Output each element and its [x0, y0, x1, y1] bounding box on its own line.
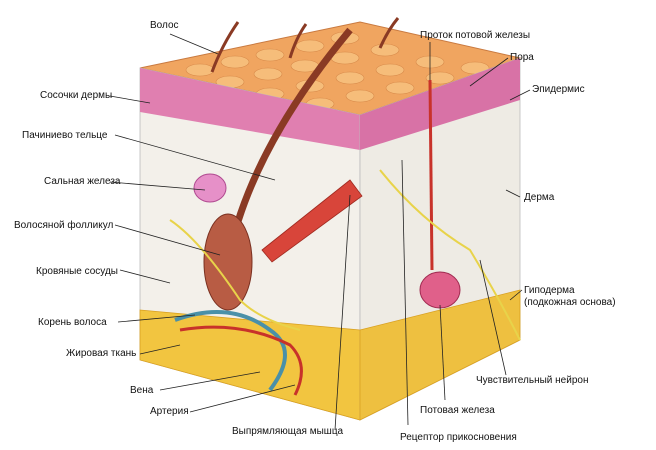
hair-follicle-shape — [203, 213, 253, 311]
label-hair-follicle: Волосяной фолликул — [14, 220, 114, 231]
right-face-epidermis — [360, 58, 520, 150]
label-sweat-duct: Проток потовой железы — [420, 30, 531, 41]
label-vein: Вена — [130, 385, 154, 396]
sensory-nerve-shape — [379, 169, 521, 341]
erector-muscle-shape — [261, 179, 363, 263]
sweat-duct-shape — [428, 79, 434, 271]
label-erector-muscle: Выпрямляющая мышца — [232, 426, 344, 437]
label-pore: Пора — [510, 52, 534, 63]
label-pacinian-corpuscle: Пачиниево тельце — [22, 130, 108, 141]
label-dermis: Дерма — [524, 192, 555, 203]
label-epidermis: Эпидермис — [532, 84, 585, 95]
label-fatty-tissue: Жировая ткань — [66, 348, 137, 359]
sebaceous-gland-shape — [193, 173, 227, 203]
label-touch-receptor: Рецептор прикосновения — [400, 432, 517, 443]
label-artery: Артерия — [150, 406, 189, 417]
label-sebaceous-gland: Сальная железа — [44, 176, 121, 187]
left-face-epidermis — [140, 68, 360, 150]
sweat-gland-shape — [419, 271, 461, 309]
label-hypodermis-sub: (подкожная основа) — [524, 297, 616, 308]
label-dermal-papillae: Сосочки дермы — [40, 90, 113, 101]
label-sensory-neuron: Чувствительный нейрон — [476, 375, 589, 386]
label-hair-root: Корень волоса — [38, 317, 107, 328]
artery-shape — [179, 325, 303, 396]
leader-lines — [109, 33, 531, 431]
hair-small-3 — [378, 17, 400, 49]
label-blood-vessels: Кровяные сосуды — [36, 266, 118, 277]
label-hair: Волос — [150, 20, 179, 31]
sensory-nerve-left — [169, 219, 301, 331]
label-sweat-gland: Потовая железа — [420, 405, 495, 416]
epidermis-cells — [185, 31, 490, 111]
hair-small-2 — [288, 23, 308, 59]
vein-shape — [174, 310, 287, 392]
hair-small-1 — [210, 21, 240, 73]
label-hypodermis: Гиподерма — [524, 285, 575, 296]
